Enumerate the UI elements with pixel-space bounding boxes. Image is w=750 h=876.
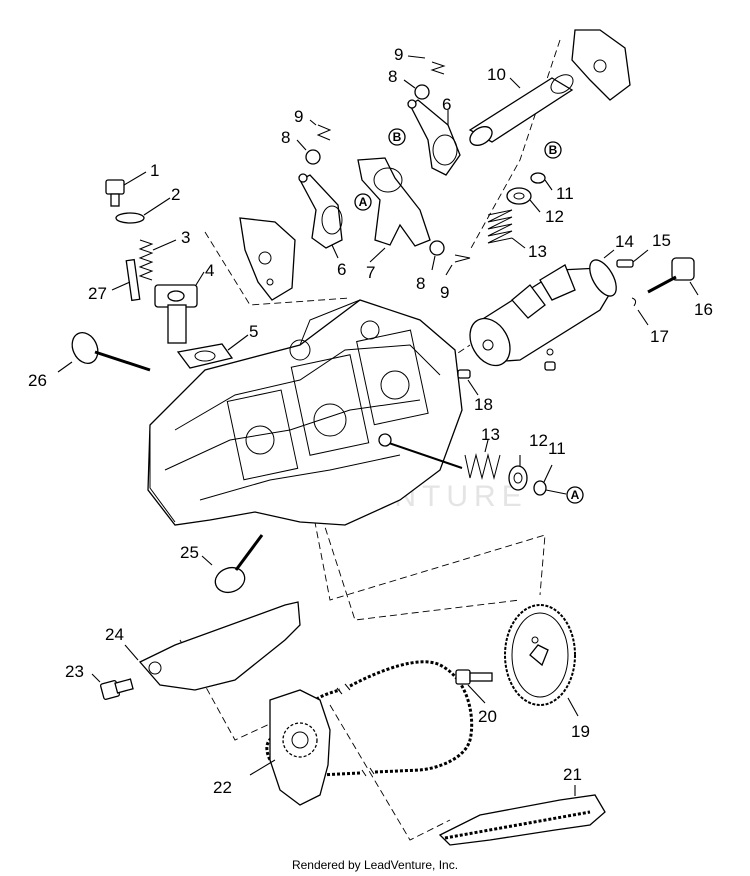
- pin-15: [616, 249, 649, 268]
- chain-guide-24: [124, 601, 301, 691]
- callout-11b: 11: [548, 439, 566, 458]
- spring-13-top: [487, 209, 526, 249]
- callout-9a: 9: [294, 107, 303, 126]
- keeper-11-top: [530, 172, 553, 191]
- marker-a-upper-label: A: [359, 195, 368, 209]
- callout-23: 23: [65, 662, 84, 681]
- gasket-5: [176, 334, 249, 369]
- chain-guide-21: [438, 785, 606, 846]
- pin-18: [457, 369, 479, 396]
- callout-9c: 9: [394, 45, 403, 64]
- marker-b-right: B: [544, 141, 562, 159]
- rocker-arm-6-right: [407, 99, 461, 176]
- valve-26: [57, 331, 151, 373]
- rocker-arm-6-left: [298, 173, 343, 259]
- adjuster-9-top: [407, 55, 446, 75]
- callout-11a: 11: [556, 184, 574, 203]
- spring-3: [138, 239, 177, 281]
- bolt-20: [455, 669, 493, 704]
- callout-6a: 6: [337, 260, 346, 279]
- tensioner-4: [154, 271, 205, 344]
- callout-8c: 8: [388, 67, 397, 86]
- callout-9b: 9: [440, 283, 449, 302]
- cover-plate-right: [571, 29, 631, 101]
- marker-a-lower-label: A: [571, 488, 580, 502]
- cover-plate-left: [239, 217, 296, 301]
- callout-14: 14: [615, 232, 634, 251]
- callout-16: 16: [694, 300, 713, 319]
- retainer-12-top: [506, 187, 541, 213]
- valve-25: [201, 534, 264, 594]
- callout-21: 21: [563, 765, 582, 784]
- callout-27: 27: [88, 284, 107, 303]
- callout-4: 4: [205, 261, 214, 280]
- callout-20: 20: [478, 707, 497, 726]
- spring-13-lower: [378, 433, 501, 480]
- rocker-shaft-10: [468, 74, 574, 146]
- marker-a-upper: A: [354, 193, 372, 211]
- callout-3: 3: [181, 228, 190, 247]
- callout-12a: 12: [545, 207, 564, 226]
- drive-16: [647, 257, 699, 296]
- marker-b-upper: B: [388, 128, 406, 146]
- retainer-12-lower: [508, 455, 528, 491]
- keeper-11-lower: [533, 464, 567, 496]
- nut-8-center: [429, 240, 445, 271]
- rocker-arm-7: [357, 157, 431, 263]
- callout-6b: 6: [442, 95, 451, 114]
- callout-18: 18: [474, 395, 493, 414]
- cam-sprocket-19: [504, 604, 579, 717]
- camshaft-14: [469, 249, 617, 371]
- callout-17: 17: [650, 327, 669, 346]
- callout-19: 19: [571, 722, 590, 741]
- marker-b-right-label: B: [549, 143, 558, 157]
- crank-housing-22: [249, 689, 331, 806]
- adjuster-9-center: [445, 254, 471, 276]
- washer-2: [115, 197, 171, 224]
- nut-8-left: [296, 139, 321, 165]
- cylinder-head: [147, 299, 463, 526]
- stud-27: [111, 258, 141, 302]
- callout-8b: 8: [416, 274, 425, 293]
- callout-8a: 8: [281, 128, 290, 147]
- footer-credit: Rendered by LeadVenture, Inc.: [291, 858, 459, 872]
- callout-22: 22: [213, 778, 232, 797]
- bolt-1: [105, 171, 147, 207]
- callout-13a: 13: [528, 242, 547, 261]
- clip-17: [631, 297, 649, 326]
- adjuster-9-left: [309, 119, 332, 141]
- callout-26: 26: [28, 371, 47, 390]
- marker-b-upper-label: B: [393, 130, 402, 144]
- marker-a-lower: A: [566, 486, 584, 504]
- callout-1: 1: [150, 161, 159, 180]
- callout-12b: 12: [529, 431, 548, 450]
- bolt-23: [91, 673, 134, 700]
- callout-labels: 1 2 3 4 5 6 6 7 8 8 8 9 9 9 10 11 11 12 …: [28, 45, 713, 797]
- callout-15: 15: [652, 231, 671, 250]
- callout-13b: 13: [481, 425, 500, 444]
- callout-10: 10: [487, 65, 506, 84]
- nut-8-top: [403, 79, 430, 100]
- callout-2: 2: [171, 185, 180, 204]
- callout-25: 25: [180, 543, 199, 562]
- callout-5: 5: [249, 322, 258, 341]
- callout-7: 7: [366, 263, 375, 282]
- callout-24: 24: [105, 625, 124, 644]
